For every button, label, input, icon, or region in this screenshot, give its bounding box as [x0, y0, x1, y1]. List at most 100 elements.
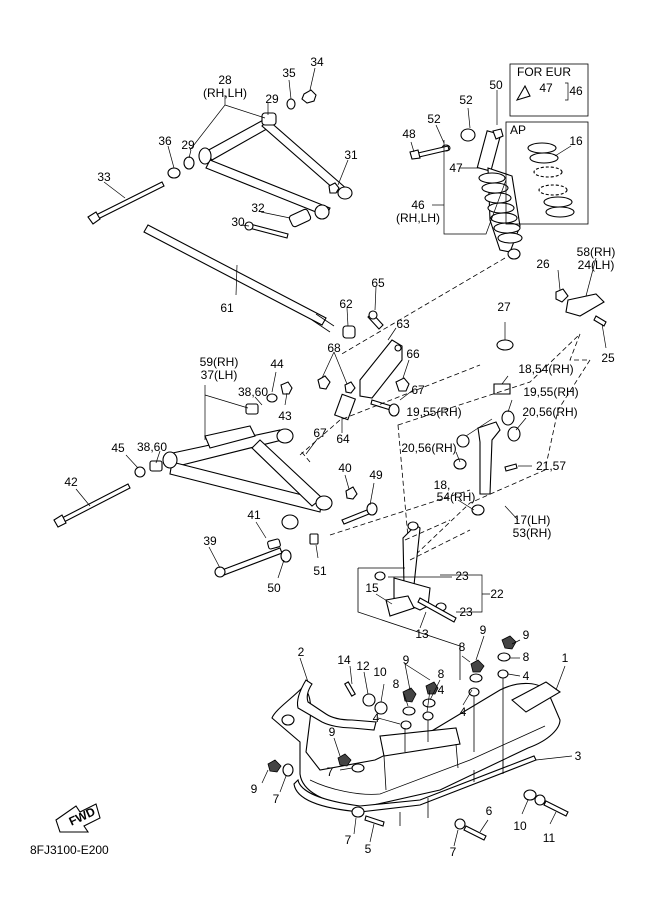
fwd-arrow-icon: FWD: [55, 803, 101, 833]
shock-absorber-group: [339, 90, 523, 356]
ap-box-title: AP: [510, 123, 526, 137]
label-19b: 19,55(RH): [406, 405, 461, 419]
label-38b: 38,60: [137, 440, 167, 454]
label-30: 30: [231, 215, 245, 229]
label-8d: 8: [523, 650, 530, 664]
label-58: 58(RH): [577, 245, 616, 259]
eur-box-title: FOR EUR: [517, 65, 571, 79]
label-4d: 4: [523, 669, 530, 683]
label-31: 31: [344, 148, 358, 162]
ap-box: [505, 121, 589, 225]
label-46-sub: (RH,LH): [396, 211, 440, 225]
label-44: 44: [270, 357, 284, 371]
label-19a: 19,55(RH): [523, 385, 578, 399]
label-36: 36: [158, 134, 172, 148]
label-21: 21,57: [536, 459, 566, 473]
label-48: 48: [402, 127, 416, 141]
label-63: 63: [396, 317, 410, 331]
for-eur-box: [509, 63, 589, 117]
spindle-shaft-group: [357, 519, 490, 680]
label-7a: 7: [327, 765, 334, 779]
label-3: 3: [575, 749, 582, 763]
label-37: 37(LH): [201, 368, 238, 382]
label-66: 66: [406, 347, 420, 361]
label-4b: 4: [373, 711, 380, 725]
label-28-sub: (RH,LH): [203, 86, 247, 100]
label-12: 12: [356, 659, 370, 673]
label-34: 34: [310, 55, 324, 69]
label-50a: 50: [489, 78, 503, 92]
label-46: 46: [411, 198, 425, 212]
label-23b: 23: [459, 605, 473, 619]
label-11: 11: [543, 831, 556, 845]
label-43: 43: [278, 409, 292, 423]
label-23a: 23: [455, 569, 469, 583]
label-8a: 8: [393, 677, 400, 691]
eur-box-ref: 46: [569, 84, 583, 98]
label-68: 68: [327, 341, 341, 355]
spindle-group: [397, 257, 607, 561]
label-13: 13: [415, 627, 429, 641]
label-52b: 52: [427, 112, 441, 126]
label-22: 22: [490, 587, 504, 601]
label-51: 51: [313, 564, 327, 578]
label-18a: 18,54(RH): [518, 362, 573, 376]
label-42: 42: [64, 475, 78, 489]
label-25: 25: [601, 351, 615, 365]
label-9d: 9: [329, 725, 336, 739]
label-8b: 8: [438, 667, 445, 681]
label-2: 2: [298, 645, 305, 659]
link-parts-group: [299, 286, 481, 536]
label-8c: 8: [459, 640, 466, 654]
label-14: 14: [337, 653, 351, 667]
label-49: 49: [369, 468, 383, 482]
label-67a: 67: [411, 383, 425, 397]
label-9b: 9: [480, 623, 487, 637]
label-50b: 50: [267, 581, 281, 595]
label-47: 47: [449, 161, 463, 175]
spring-item: [527, 142, 575, 218]
label-32: 32: [251, 201, 265, 215]
label-7d: 7: [450, 845, 457, 859]
lower-arm-group: [53, 371, 333, 579]
label-35: 35: [282, 66, 296, 80]
label-20b: 20,56(RH): [401, 441, 456, 455]
label-64: 64: [336, 432, 350, 446]
label-40: 40: [338, 461, 352, 475]
label-27: 27: [497, 300, 511, 314]
label-18b: 18,: [434, 478, 451, 492]
label-18c: 54(RH): [437, 490, 476, 504]
label-7b: 7: [273, 792, 280, 806]
label-16: 16: [569, 134, 583, 148]
label-24: 24(LH): [578, 258, 615, 272]
label-9e: 9: [251, 782, 258, 796]
label-9a: 9: [403, 653, 410, 667]
part-labels: 28 (RH,LH) 35 34 29 29 36 31 33 32 30 61…: [30, 55, 615, 859]
label-5: 5: [365, 842, 372, 856]
label-17: 17(LH): [514, 513, 551, 527]
label-45: 45: [111, 441, 125, 455]
label-6: 6: [486, 804, 493, 818]
label-67b: 67: [313, 426, 327, 440]
label-29a: 29: [265, 92, 279, 106]
label-10a: 10: [373, 665, 387, 679]
label-29b: 29: [181, 138, 195, 152]
shock-spring: [478, 172, 523, 244]
label-39: 39: [203, 534, 217, 548]
ski-group: [261, 635, 573, 847]
label-15: 15: [365, 581, 379, 595]
label-38a: 38,60: [238, 385, 268, 399]
label-62: 62: [339, 297, 353, 311]
label-28: 28: [218, 73, 232, 87]
label-33: 33: [97, 170, 111, 184]
label-61: 61: [220, 301, 234, 315]
label-7c: 7: [345, 833, 352, 847]
label-59: 59(RH): [200, 355, 239, 369]
label-20a: 20,56(RH): [522, 405, 577, 419]
label-53: 53(RH): [513, 526, 552, 540]
label-1: 1: [562, 651, 569, 665]
label-9c: 9: [523, 628, 530, 642]
label-4c: 4: [460, 705, 467, 719]
diagram-code: 8FJ3100-E200: [30, 843, 109, 857]
